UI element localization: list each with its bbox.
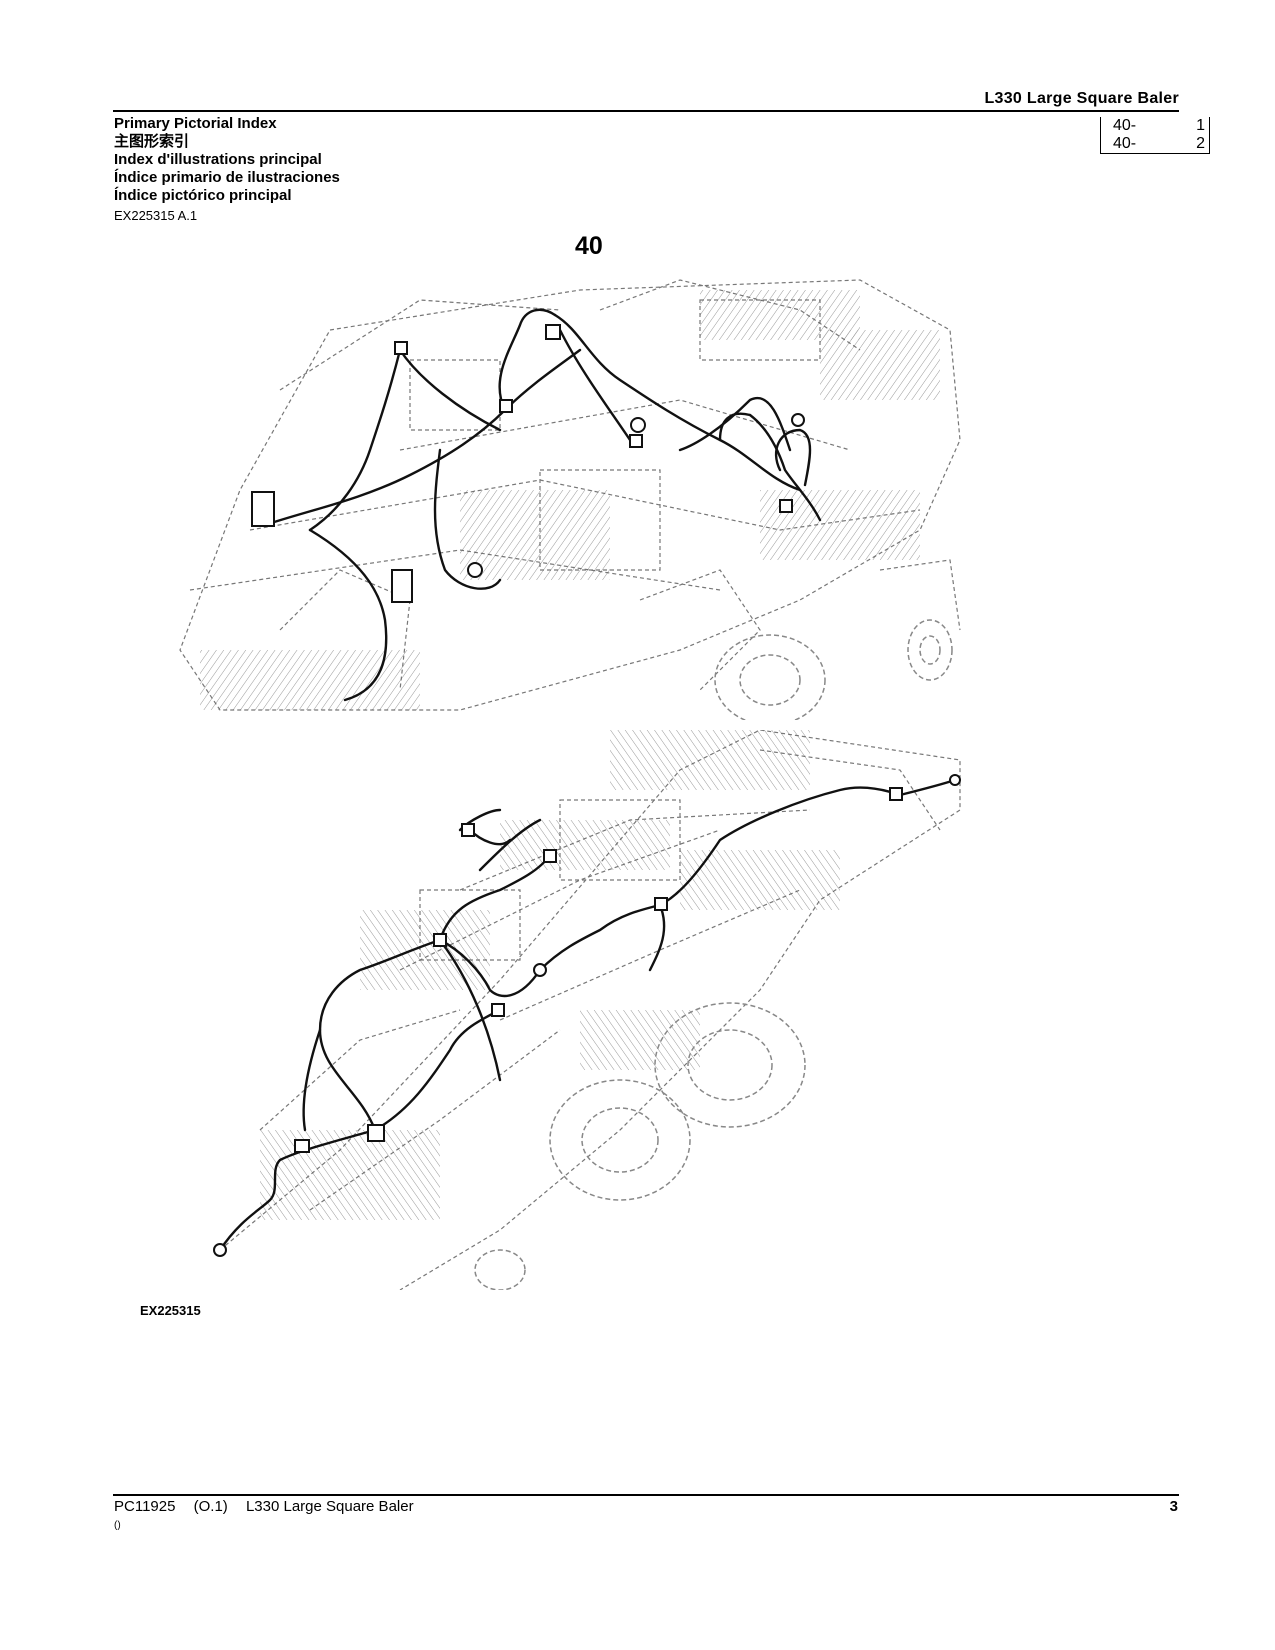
harness-illustration-top — [160, 270, 990, 720]
header-rule — [113, 110, 1179, 112]
harness-illustration-bottom — [200, 730, 990, 1290]
doc-id: EX225315 A.1 — [114, 208, 198, 223]
figure-caption: EX225315 — [140, 1303, 201, 1318]
page-number: 3 — [1169, 1498, 1178, 1515]
title-spanish: Índice primario de ilustraciones — [114, 169, 340, 186]
baler-rear-wiring-drawing — [213, 730, 961, 1290]
footer: PC11925 (O.1) L330 Large Square Baler — [114, 1498, 428, 1515]
footer-revision: (O.1) — [193, 1498, 228, 1515]
title-french: Index d'illustrations principal — [114, 151, 322, 168]
index-section: 40- — [1113, 135, 1137, 152]
title-english: Primary Pictorial Index — [114, 115, 277, 132]
index-row[interactable]: 40- 1 — [1101, 117, 1209, 135]
footer-doc-code: PC11925 — [114, 1498, 176, 1515]
section-number: 40 — [575, 232, 603, 260]
index-page: 1 — [1196, 117, 1205, 134]
baler-front-wiring-drawing — [179, 279, 961, 720]
index-box: 40- 1 40- 2 — [1100, 117, 1210, 154]
index-row[interactable]: 40- 2 — [1101, 135, 1209, 153]
title-chinese: 主图形索引 — [114, 133, 190, 150]
header-title: L330 Large Square Baler — [984, 90, 1179, 107]
title-block: Primary Pictorial Index 主图形索引 Index d'il… — [114, 115, 340, 205]
index-section: 40- — [1113, 117, 1137, 134]
footer-rule — [113, 1494, 1179, 1496]
title-portuguese: Índice pictórico principal — [114, 187, 292, 204]
footer-sub: () — [114, 1520, 121, 1531]
index-page: 2 — [1196, 135, 1205, 152]
footer-product: L330 Large Square Baler — [245, 1498, 414, 1515]
